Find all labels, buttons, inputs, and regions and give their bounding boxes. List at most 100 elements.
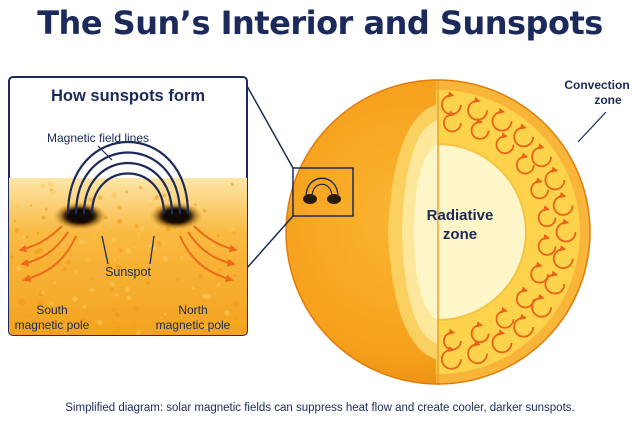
convection-cell bbox=[544, 166, 566, 191]
heat-flow-arrows bbox=[18, 225, 238, 283]
granule bbox=[10, 328, 16, 334]
granule bbox=[125, 247, 132, 254]
convection-cell bbox=[530, 177, 550, 200]
convection-cell bbox=[495, 132, 515, 155]
convection-zone-label-line1: Convection bbox=[564, 78, 629, 92]
convection-cell bbox=[552, 191, 574, 216]
granule bbox=[133, 305, 140, 312]
granule bbox=[44, 207, 49, 211]
surface-granules bbox=[10, 181, 240, 335]
granule bbox=[146, 249, 150, 252]
convection-cell bbox=[467, 340, 488, 365]
convection-cell bbox=[495, 306, 515, 329]
granule bbox=[115, 326, 122, 332]
granule bbox=[216, 234, 220, 238]
granule bbox=[49, 188, 53, 191]
convection-cell bbox=[491, 329, 513, 354]
granule bbox=[86, 259, 90, 262]
granule bbox=[47, 181, 54, 188]
granule bbox=[126, 295, 132, 301]
granule bbox=[224, 310, 230, 316]
granule bbox=[113, 265, 116, 268]
inset-heading: How sunspots form bbox=[51, 87, 205, 105]
granule bbox=[90, 277, 94, 280]
field-lines-label: Magnetic field lines bbox=[47, 131, 149, 145]
granule bbox=[20, 243, 26, 249]
granule bbox=[62, 266, 67, 272]
granule bbox=[216, 324, 220, 329]
field-label-leader bbox=[97, 145, 113, 161]
granule bbox=[201, 329, 207, 335]
granule bbox=[40, 290, 46, 295]
sunspot-label: Sunspot bbox=[105, 265, 151, 279]
granule bbox=[191, 286, 195, 290]
convection-cell bbox=[537, 205, 557, 228]
granule bbox=[108, 286, 115, 292]
granule bbox=[139, 225, 146, 232]
zoom-connector-bottom bbox=[246, 215, 294, 269]
granule bbox=[233, 300, 240, 307]
granule bbox=[98, 195, 103, 200]
granule bbox=[66, 260, 71, 265]
granule bbox=[18, 298, 26, 306]
granule bbox=[10, 255, 14, 260]
radiative-zone-label-line1: Radiative bbox=[427, 207, 494, 224]
granule bbox=[160, 240, 166, 246]
granule bbox=[122, 219, 127, 224]
granule bbox=[202, 209, 207, 213]
convection-cell bbox=[515, 286, 535, 309]
granule bbox=[111, 307, 116, 312]
granule bbox=[113, 258, 117, 262]
field-lines bbox=[66, 140, 190, 215]
convection-cell bbox=[537, 233, 557, 256]
granule bbox=[74, 270, 78, 274]
granule bbox=[22, 235, 26, 239]
convection-cell bbox=[443, 328, 462, 351]
granule bbox=[111, 192, 118, 199]
granule bbox=[218, 268, 221, 271]
granule bbox=[36, 232, 40, 235]
granule bbox=[203, 293, 209, 299]
sun-surface bbox=[286, 80, 436, 384]
granule bbox=[156, 240, 162, 247]
granule bbox=[121, 245, 124, 248]
granule bbox=[103, 225, 106, 228]
granule bbox=[147, 203, 153, 208]
convection-cell bbox=[531, 143, 552, 168]
granule bbox=[233, 260, 236, 263]
granule bbox=[136, 330, 141, 335]
granule bbox=[79, 332, 82, 335]
granule bbox=[134, 224, 139, 228]
sunspot-leader-left bbox=[101, 235, 109, 265]
granule bbox=[40, 183, 46, 189]
inset-surface bbox=[9, 178, 247, 335]
granule bbox=[25, 235, 29, 239]
sunspot-south-umbra bbox=[67, 209, 93, 223]
zoom-region bbox=[246, 85, 354, 269]
granule bbox=[115, 293, 119, 297]
arrow-south-1 bbox=[18, 225, 63, 253]
convection-cell bbox=[443, 110, 462, 133]
diagram-caption: Simplified diagram: solar magnetic field… bbox=[65, 402, 575, 414]
convection-cell bbox=[513, 123, 535, 148]
granule bbox=[88, 197, 94, 203]
arrow-north-2 bbox=[187, 231, 236, 267]
granule bbox=[139, 185, 143, 190]
granule bbox=[23, 220, 28, 225]
field-line-3 bbox=[82, 162, 174, 215]
convection-cell bbox=[467, 96, 488, 121]
arrow-south-2 bbox=[20, 231, 69, 267]
zoom-box bbox=[292, 167, 354, 217]
granule bbox=[194, 203, 197, 206]
granule bbox=[92, 235, 95, 238]
mini-field-line-outer bbox=[305, 177, 339, 198]
radiative-zone-label-line2: zone bbox=[443, 226, 477, 243]
granule bbox=[78, 238, 85, 245]
diagram-title: The Sun’s Interior and Sunspots bbox=[37, 4, 603, 42]
granule bbox=[156, 237, 160, 242]
convection-cell bbox=[544, 270, 566, 295]
sun-outline bbox=[285, 79, 439, 385]
granule bbox=[13, 219, 17, 223]
granule bbox=[106, 264, 112, 269]
granule bbox=[211, 244, 215, 248]
